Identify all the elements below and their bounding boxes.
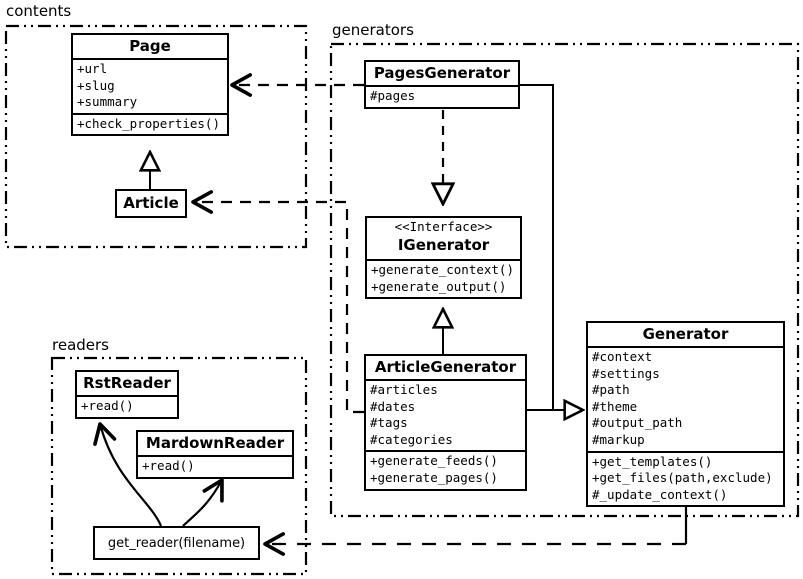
method: +generate_context() <box>371 262 514 277</box>
class-box-article[interactable]: Article <box>115 189 187 218</box>
class-methods-rstreader: +read() <box>77 395 177 417</box>
method: +generate_feeds() <box>370 453 498 469</box>
class-box-mardownreader[interactable]: MardownReader +read() <box>136 430 294 479</box>
attribute: +summary <box>77 94 138 110</box>
method: +generate_output() <box>371 278 507 294</box>
attribute: #tags <box>370 415 408 431</box>
class-attributes-pagesgenerator: #pages <box>366 85 518 107</box>
class-methods-page: +check_properties() <box>73 112 227 135</box>
attribute: #theme <box>592 398 638 414</box>
class-box-igenerator[interactable]: <<Interface>> IGenerator +generate_conte… <box>365 216 522 300</box>
class-box-articlegenerator[interactable]: ArticleGenerator #articles #dates #tags … <box>364 354 527 491</box>
method: +get_files(path,exclude) <box>592 470 773 486</box>
function-box-get-reader[interactable]: get_reader(filename) <box>93 526 260 560</box>
package-label-contents: contents <box>4 2 74 20</box>
package-label-readers: readers <box>50 336 111 354</box>
function-label-get-reader: get_reader(filename) <box>107 535 246 551</box>
method: #_update_context() <box>592 486 728 502</box>
class-name-igenerator: IGenerator <box>397 236 490 254</box>
attribute: #categories <box>370 431 453 447</box>
method: +check_properties() <box>77 115 220 131</box>
attribute: #articles <box>370 382 438 397</box>
attribute: +slug <box>77 77 115 93</box>
class-box-rstreader[interactable]: RstReader +read() <box>75 370 179 419</box>
class-name-generator: Generator <box>642 325 729 343</box>
class-name-mardownreader: MardownReader <box>145 434 285 452</box>
class-attributes-page: +url +slug +summary <box>73 58 227 113</box>
class-methods-igenerator: +generate_context() +generate_output() <box>367 259 520 297</box>
method: +generate_pages() <box>370 469 498 485</box>
class-name-articlegenerator: ArticleGenerator <box>374 358 517 376</box>
class-stereotype-igenerator: <<Interface>> <box>394 219 493 234</box>
class-attributes-articlegenerator: #articles #dates #tags #categories <box>366 379 525 450</box>
class-box-generator[interactable]: Generator #context #settings #path #them… <box>586 321 785 508</box>
method: +read() <box>81 398 134 413</box>
class-header-igenerator: <<Interface>> IGenerator <box>367 218 520 259</box>
class-box-page[interactable]: Page +url +slug +summary +check_properti… <box>71 33 229 137</box>
class-name-pagesgenerator: PagesGenerator <box>373 64 511 82</box>
class-name-article: Article <box>123 194 179 212</box>
package-label-generators: generators <box>330 21 416 39</box>
method: +read() <box>142 458 195 473</box>
method: +get_templates() <box>592 453 713 469</box>
attribute: #pages <box>370 88 416 103</box>
edge-getreader-to-mardownreader <box>182 478 224 527</box>
attribute: #dates <box>370 398 416 414</box>
attribute: #context <box>592 349 653 364</box>
edge-articlegenerator-to-article <box>191 190 364 414</box>
class-methods-mardownreader: +read() <box>138 455 292 477</box>
class-attributes-generator: #context #settings #path #theme #output_… <box>588 346 783 451</box>
class-methods-generator: +get_templates() +get_files(path,exclude… <box>588 450 783 506</box>
attribute: +url <box>77 61 108 76</box>
attribute: #output_path <box>592 415 683 431</box>
class-name-page: Page <box>129 37 171 55</box>
class-name-rstreader: RstReader <box>83 374 171 392</box>
class-box-pagesgenerator[interactable]: PagesGenerator #pages <box>364 60 520 109</box>
attribute: #markup <box>592 431 645 447</box>
attribute: #settings <box>592 365 660 381</box>
class-methods-articlegenerator: +generate_feeds() +generate_pages() <box>366 450 525 488</box>
attribute: #path <box>592 382 630 398</box>
